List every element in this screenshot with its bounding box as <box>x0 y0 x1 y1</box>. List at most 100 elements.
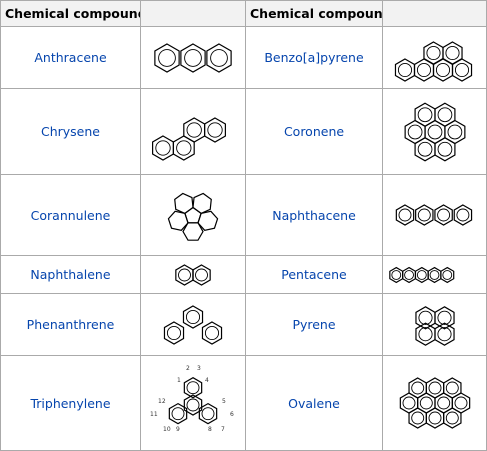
coronene-structure-image <box>404 102 465 161</box>
aromatic-circle <box>195 268 208 281</box>
structure-naphthacene <box>382 174 487 256</box>
aromatic-circle <box>437 141 452 157</box>
structure-chrysene <box>140 88 246 175</box>
structure-naphthalene <box>140 255 246 294</box>
aromatic-circle <box>442 269 453 280</box>
compound-link-naphthacene[interactable]: Naphthacene <box>272 207 356 223</box>
pyrene-structure-image <box>414 305 455 346</box>
structure-ovalene <box>382 355 487 451</box>
benzene-ring <box>168 402 188 425</box>
aromatic-circle <box>210 48 228 67</box>
benzene-ring <box>433 322 455 346</box>
aromatic-circle <box>158 48 176 67</box>
atom-number-5: 5 <box>222 398 226 405</box>
benzene-ring <box>183 394 203 416</box>
aromatic-circle <box>436 208 450 222</box>
aromatic-circle <box>454 396 467 410</box>
structure-triphenylene: 2 3 1 4 12 5 11 6 10 9 8 7 <box>140 355 246 451</box>
table-row-name-cell: Anthracene <box>0 26 141 89</box>
atom-number-9: 9 <box>176 426 180 433</box>
benzo-a-pyrene-structure-image <box>394 40 472 82</box>
atom-number-2: 2 <box>186 365 190 372</box>
table-row-name-cell: Phenanthrene <box>0 293 141 356</box>
benzene-ring <box>183 377 203 399</box>
table-row-name-cell: Coronene <box>245 88 383 175</box>
compound-link-phenanthrene[interactable]: Phenanthrene <box>26 317 115 332</box>
naphthalene-structure-image <box>175 263 211 286</box>
atom-number-3: 3 <box>197 365 201 372</box>
aromatic-circle <box>419 396 433 410</box>
aromatic-circle <box>185 309 201 324</box>
aromatic-circle <box>437 106 452 122</box>
compound-link-naphthalene[interactable]: Naphthalene <box>30 267 111 282</box>
aromatic-circle <box>455 208 469 222</box>
benzene-ring <box>206 42 232 73</box>
benzene-ring <box>453 204 472 226</box>
benzene-ring <box>174 192 194 215</box>
structure-pyrene <box>382 293 487 356</box>
aromatic-circle <box>416 269 427 280</box>
aromatic-circle <box>176 139 192 156</box>
benzene-ring <box>440 266 455 283</box>
corannulene-structure-image <box>167 192 219 241</box>
aromatic-circle <box>429 269 440 280</box>
aromatic-circle <box>184 48 202 67</box>
benzene-ring <box>192 263 211 286</box>
triphenylene-structure-image: 2 3 1 4 12 5 11 6 10 9 8 7 <box>150 365 234 433</box>
aromatic-circle <box>445 381 459 395</box>
benzene-ring <box>441 40 463 65</box>
compound-link-anthracene[interactable]: Anthracene <box>34 50 107 65</box>
compound-link-ovalene[interactable]: Ovalene <box>288 395 340 411</box>
aromatic-circle <box>410 411 424 425</box>
aromatic-circle <box>410 381 424 395</box>
compound-link-coronene[interactable]: Coronene <box>283 124 345 139</box>
pentacene-structure-image <box>389 266 455 283</box>
aromatic-circle <box>445 411 459 425</box>
compound-link-pentacene[interactable]: Pentacene <box>281 267 347 282</box>
benzene-ring <box>442 377 462 399</box>
aromatic-circle <box>436 326 452 341</box>
benzene-ring <box>198 402 218 425</box>
table-row-name-cell: Benzo[a]pyrene <box>245 26 383 89</box>
benzene-ring <box>442 407 462 429</box>
aromatic-circle <box>404 269 414 280</box>
aromatic-circle <box>166 325 182 340</box>
header-compound-left: Chemical compound <box>0 0 147 27</box>
aromatic-circle <box>171 407 185 421</box>
aromatic-circle <box>155 139 171 156</box>
aromatic-circle <box>402 396 415 410</box>
table-row-name-cell: Pyrene <box>245 293 383 356</box>
table-row-name-cell: Naphthacene <box>245 174 383 256</box>
naphthacene-structure-image <box>395 204 472 226</box>
atom-number-8: 8 <box>208 426 212 433</box>
aromatic-circle <box>425 45 441 60</box>
aromatic-circle <box>436 396 450 410</box>
compound-link-corannulene[interactable]: Corannulene <box>30 207 111 223</box>
aromatic-circle <box>398 208 411 222</box>
aromatic-circle <box>428 381 441 395</box>
compound-link-triphenylene[interactable]: Triphenylene <box>30 395 111 411</box>
structure-phenanthrene <box>140 293 246 356</box>
benzene-ring <box>433 204 453 226</box>
aromatic-circle <box>416 62 431 77</box>
anthracene-structure-image <box>154 42 232 73</box>
benzene-ring <box>413 102 436 127</box>
aromatic-circle <box>428 411 441 425</box>
benzene-ring <box>204 116 226 143</box>
structure-anthracene <box>140 26 246 89</box>
benzene-ring <box>192 192 212 215</box>
compound-link-benzo-a-pyrene[interactable]: Benzo[a]pyrene <box>264 50 364 65</box>
benzene-ring <box>413 136 436 161</box>
compound-link-chrysene[interactable]: Chrysene <box>40 124 100 139</box>
phenanthrene-structure-image <box>163 304 223 345</box>
compound-link-pyrene[interactable]: Pyrene <box>292 317 336 332</box>
structure-benzo-a-pyrene <box>382 26 487 89</box>
header-structure-left <box>140 0 246 27</box>
benzene-ring <box>201 320 223 345</box>
structure-coronene <box>382 88 487 175</box>
benzene-ring <box>154 42 180 73</box>
aromatic-circle <box>435 62 450 77</box>
atom-number-11: 11 <box>150 411 158 418</box>
aromatic-circle <box>417 106 432 122</box>
